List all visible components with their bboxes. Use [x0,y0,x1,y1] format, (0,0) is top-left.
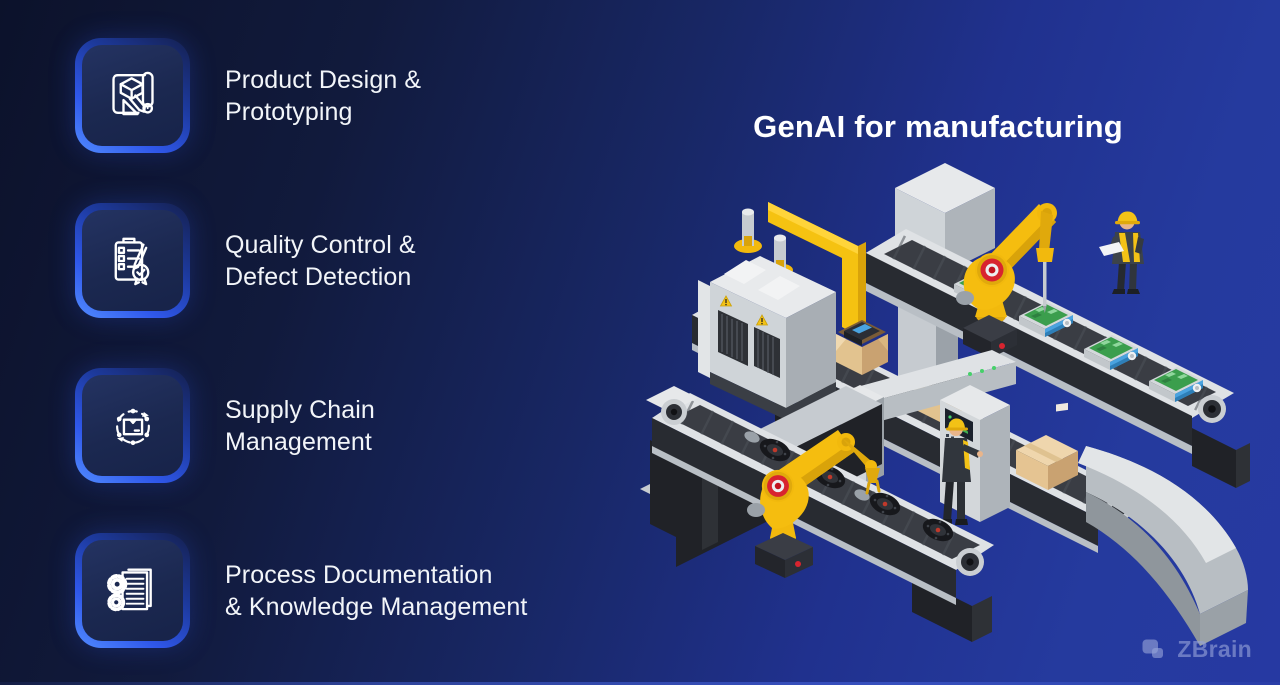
checklist-badge-icon [114,237,149,285]
factory-illustration [640,163,1250,646]
discharge-chute [1078,446,1248,646]
feature-tile [75,368,190,483]
feature-line: Management [225,427,372,456]
zbrain-watermark: ZBrain [1142,636,1252,663]
feature-item-product-design: Product Design & Prototyping [75,38,421,153]
feature-tile [75,533,190,648]
feature-item-process-documentation: Process Documentation & Knowledge Manage… [75,533,527,648]
feature-caption: Quality Control & Defect Detection [225,229,416,293]
feature-caption: Supply Chain Management [225,394,375,458]
feature-line: Product Design & [225,65,422,94]
upper-robot-arm [956,203,1057,358]
feature-caption: Product Design & Prototyping [225,64,421,128]
feature-item-supply-chain: Supply Chain Management [75,368,375,483]
bottom-edge-divider [0,682,1280,685]
supply-chain-network-icon [115,408,150,445]
documents-gears-icon [106,568,152,611]
feature-line: & Knowledge Management [225,592,528,621]
press-machine [698,202,866,420]
feature-line: Quality Control & [225,230,416,259]
blueprint-icon [111,71,154,115]
feature-caption: Process Documentation & Knowledge Manage… [225,559,527,623]
feature-tile [75,38,190,153]
zbrain-logo-text: ZBrain [1177,636,1252,662]
lower-robot-arm [747,430,881,578]
operator-worker [937,418,983,525]
feature-item-quality-control: Quality Control & Defect Detection [75,203,416,318]
feature-line: Defect Detection [225,262,412,291]
feature-line: Process Documentation [225,560,493,589]
page-title: GenAI for manufacturing [753,108,1123,144]
feature-line: Supply Chain [225,395,375,424]
feature-tile [75,203,190,318]
zbrain-logo-mark [1142,639,1164,658]
closed-box [1016,402,1078,490]
inspector-worker [1099,211,1144,294]
feature-line: Prototyping [225,97,353,126]
